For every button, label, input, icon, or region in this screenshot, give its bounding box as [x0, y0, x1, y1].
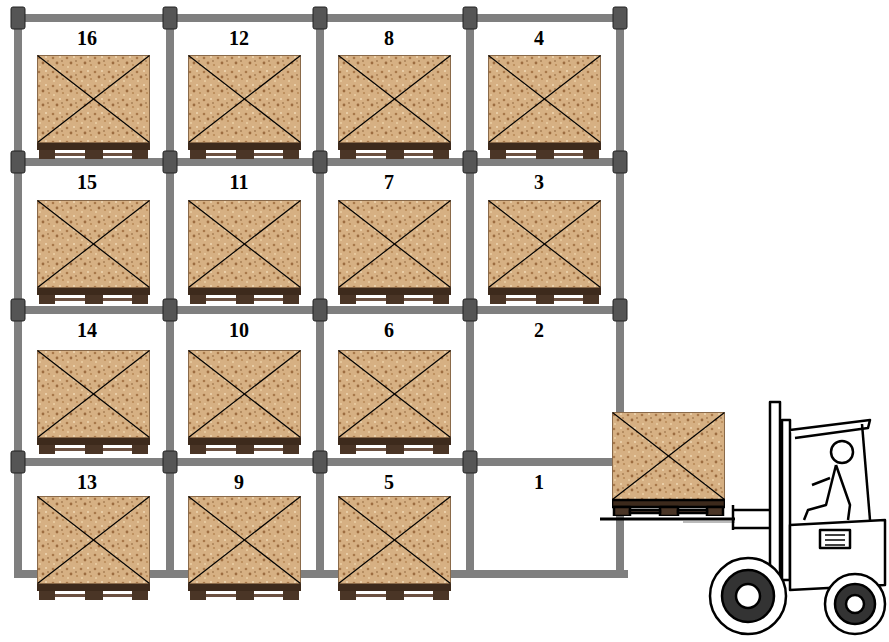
overhead-guard: [790, 420, 870, 438]
post: [313, 451, 327, 473]
rack-cell: 5: [324, 466, 466, 570]
slot-number: 9: [204, 470, 274, 494]
pallet: [338, 56, 451, 160]
pallet: [488, 201, 601, 305]
slot-number: 15: [52, 170, 122, 194]
slot-number: 7: [354, 170, 424, 194]
rack-cell: 1: [474, 466, 616, 570]
upright: [166, 14, 174, 578]
pallet: [37, 201, 150, 305]
rack-cell: 3: [474, 166, 616, 306]
post: [163, 299, 177, 321]
pallet: [338, 351, 451, 455]
post: [463, 451, 477, 473]
slot-number: 1: [504, 470, 574, 494]
rack-cell: 8: [324, 22, 466, 158]
rear-wheel-hub: [835, 584, 875, 624]
pallet: [188, 56, 301, 160]
rack-cell: 2: [474, 314, 616, 458]
slot-number: 3: [504, 170, 574, 194]
slot-number: 8: [354, 26, 424, 50]
driver-head: [831, 441, 853, 463]
rear-wheel-rim: [846, 595, 864, 613]
slot-number: 2: [504, 318, 574, 342]
slot-number: 14: [52, 318, 122, 342]
guard-post: [862, 424, 870, 520]
post: [313, 299, 327, 321]
slot-number: 4: [504, 26, 574, 50]
pallet: [188, 351, 301, 455]
rack-cell: 13: [22, 466, 166, 570]
carriage-arm: [733, 509, 770, 512]
pallet: [338, 497, 451, 601]
front-wheel-hub: [722, 570, 774, 622]
post: [313, 151, 327, 173]
post: [463, 151, 477, 173]
rack-cell: 7: [324, 166, 466, 306]
post: [163, 151, 177, 173]
post: [11, 7, 25, 29]
upright: [466, 14, 474, 578]
fork: [600, 518, 735, 521]
post: [613, 151, 627, 173]
rear-wheel: [825, 574, 885, 634]
rack-frame: [14, 14, 628, 578]
post: [11, 151, 25, 173]
upright: [14, 14, 22, 578]
post: [613, 7, 627, 29]
pallet: [188, 497, 301, 601]
pallet: [37, 351, 150, 455]
fork: [683, 521, 735, 523]
slot-number: 11: [204, 170, 274, 194]
pallet: [188, 201, 301, 305]
driver-body: [804, 465, 850, 520]
slot-number: 12: [204, 26, 274, 50]
rack-cell: 10: [174, 314, 316, 458]
upright: [316, 14, 324, 578]
rack-cell: 15: [22, 166, 166, 306]
front-wheel: [710, 558, 786, 634]
rack-cell: 11: [174, 166, 316, 306]
rack-cell: 6: [324, 314, 466, 458]
post: [11, 451, 25, 473]
pallet: [488, 56, 601, 160]
slot-number: 5: [354, 470, 424, 494]
pallet: [338, 201, 451, 305]
forklift: [600, 402, 885, 634]
pallet: [612, 413, 725, 517]
carriage-arm: [733, 527, 770, 530]
post: [11, 299, 25, 321]
post: [613, 299, 627, 321]
pallet: [37, 56, 150, 160]
rack-posts: [11, 7, 627, 473]
rack-cell: 12: [174, 22, 316, 158]
mast: [770, 402, 780, 582]
front-wheel-rim: [736, 584, 760, 608]
post: [163, 451, 177, 473]
slot-number: 13: [52, 470, 122, 494]
slot-number: 10: [204, 318, 274, 342]
post: [463, 7, 477, 29]
pallet: [37, 497, 150, 601]
rack-cell: 14: [22, 314, 166, 458]
post: [163, 7, 177, 29]
engine-cover: [820, 530, 850, 548]
rack-cell: 9: [174, 466, 316, 570]
slot-number: 16: [52, 26, 122, 50]
post: [463, 299, 477, 321]
rack-cell: 16: [22, 22, 166, 158]
rack-cell: 4: [474, 22, 616, 158]
slot-number: 6: [354, 318, 424, 342]
post: [313, 7, 327, 29]
